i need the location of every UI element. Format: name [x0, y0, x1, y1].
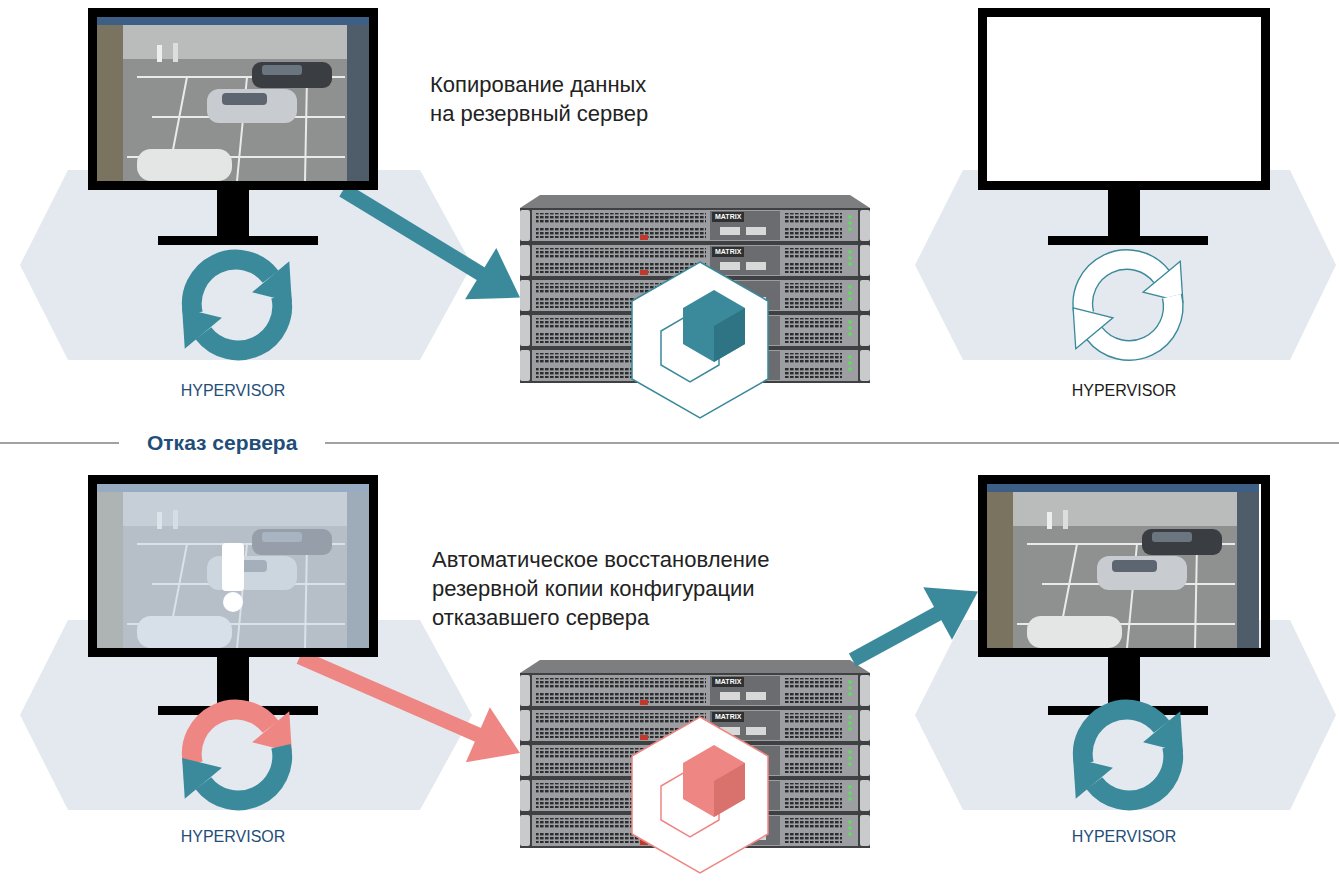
- flow-arrow: [343, 190, 520, 299]
- backup-hexagon: [632, 262, 768, 418]
- hypervisor-label: HYPERVISOR: [978, 380, 1270, 401]
- hypervisor-label: HYPERVISOR: [88, 826, 378, 847]
- step-caption: Автоматическое восстановление резервной …: [432, 545, 770, 632]
- flow-arrow: [300, 657, 520, 762]
- hypervisor-monitor: HYPERVISOR: [88, 475, 378, 657]
- arrow-shaft: [853, 611, 942, 660]
- arrow-shaft: [343, 190, 484, 276]
- cycle-icon-failed: [182, 710, 292, 801]
- hypervisor-monitor: HYPERVISOR: [978, 8, 1270, 190]
- brand-badge: MATRIX: [712, 712, 744, 722]
- cycle-icon: [182, 260, 292, 351]
- backup-server: Копирование данных на резервный сервер: [520, 195, 870, 385]
- backup-hexagon-failed: [632, 717, 768, 873]
- hypervisor-monitor: HYPERVISOR: [978, 475, 1270, 657]
- arrow-head: [466, 707, 520, 762]
- section-heading: Отказ сервера: [119, 430, 325, 456]
- pedestal-shapes: [20, 170, 1336, 810]
- cycle-icon: [1073, 710, 1183, 801]
- hypervisor-monitor: HYPERVISOR: [88, 8, 378, 190]
- brand-badge: MATRIX: [712, 247, 744, 257]
- brand-badge: MATRIX: [712, 677, 744, 687]
- arrow-head: [465, 248, 520, 299]
- hypervisor-label: HYPERVISOR: [978, 826, 1270, 847]
- brand-badge: MATRIX: [712, 212, 744, 222]
- arrow-head: [923, 587, 978, 640]
- cycle-icon-idle: [1073, 260, 1183, 351]
- backup-server: Автоматическое восстановление резервной …: [520, 660, 870, 850]
- monitor-screens: [97, 17, 1261, 648]
- hypervisor-label: HYPERVISOR: [88, 380, 378, 401]
- arrow-shaft: [300, 657, 482, 737]
- flow-arrow: [853, 587, 979, 660]
- step-caption: Копирование данных на резервный сервер: [430, 70, 652, 128]
